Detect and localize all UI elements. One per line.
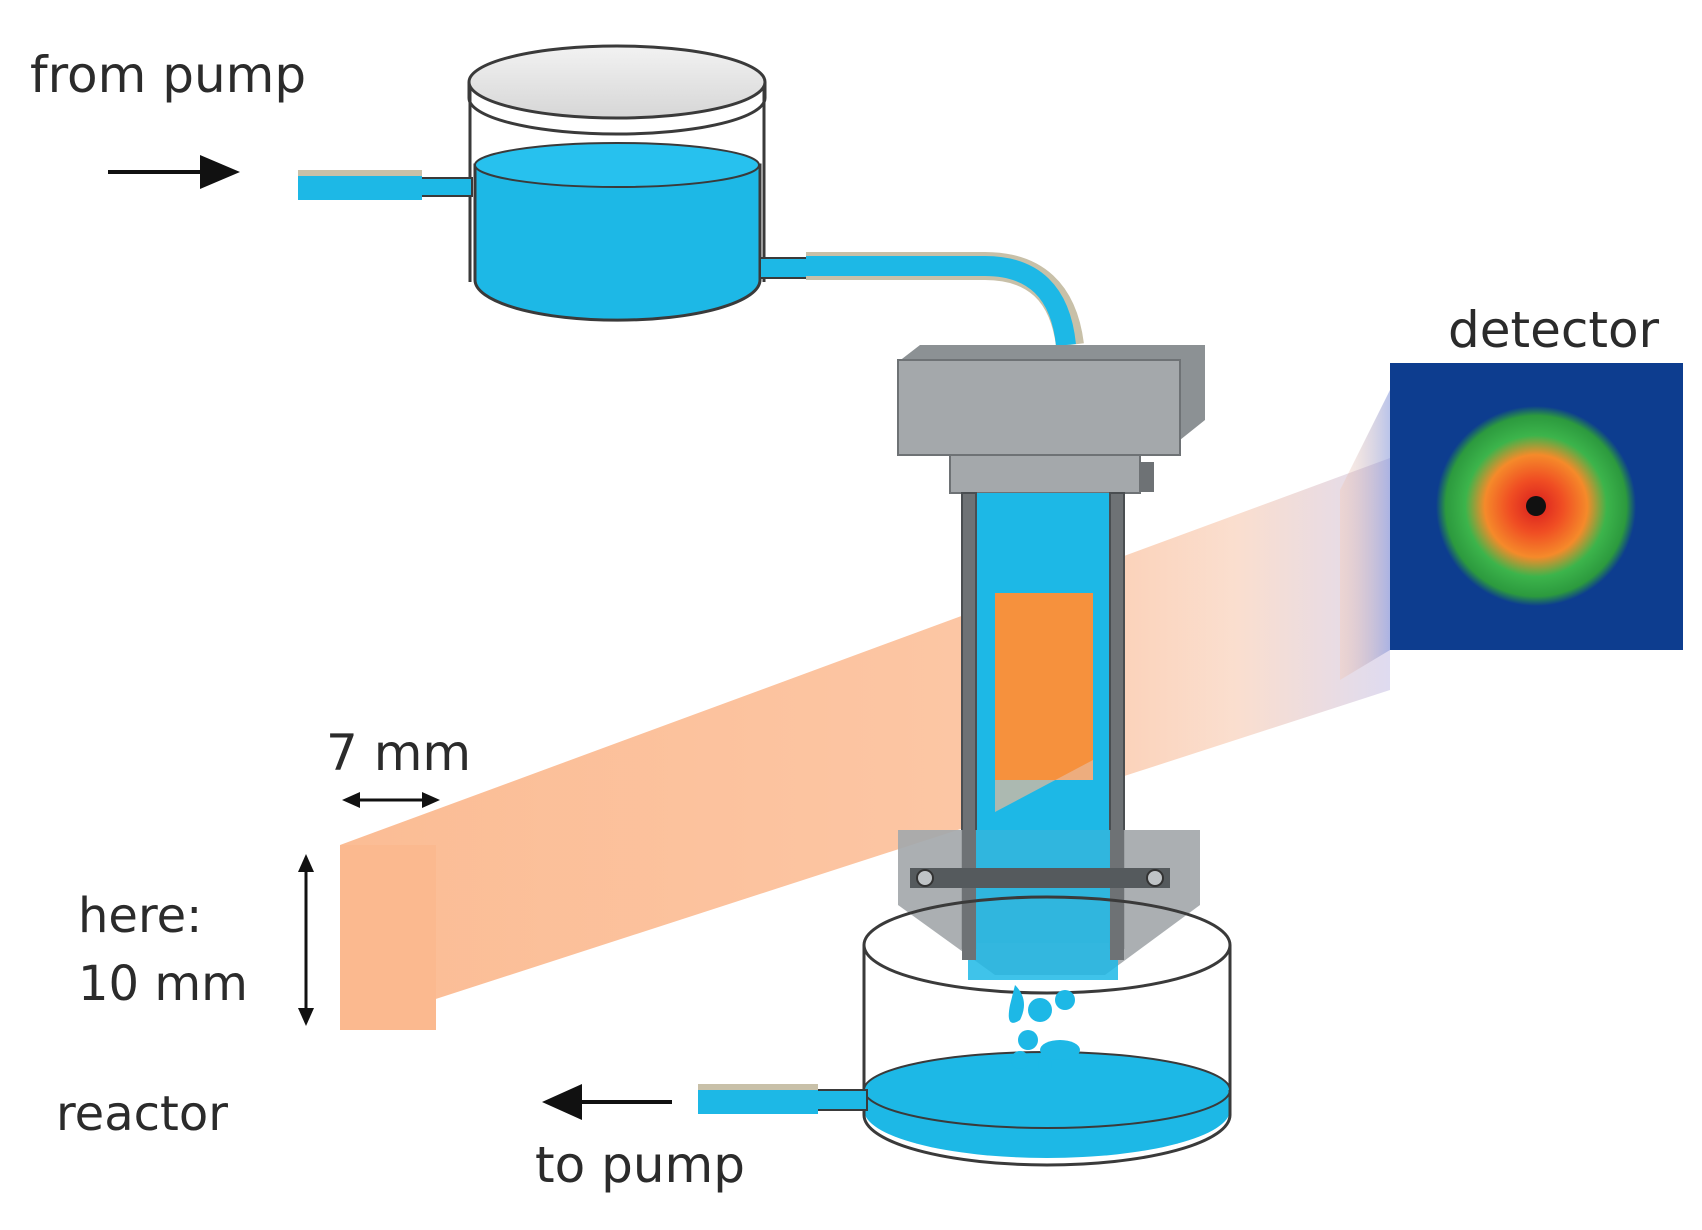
x-ray-beam (340, 458, 1390, 1030)
holder-top-block (897, 345, 1205, 494)
inlet-tube (298, 170, 422, 200)
top-reservoir (419, 44, 809, 322)
detector-panel (1390, 363, 1683, 650)
detector-label: detector (1448, 301, 1660, 359)
connecting-tube (806, 252, 1084, 348)
reactor-label: reactor (56, 1086, 228, 1142)
scatter-cone (1340, 390, 1390, 680)
holder-bottom-clamp (898, 830, 1200, 980)
to-pump-label: to pump (535, 1136, 745, 1194)
arrow-right-icon (108, 155, 240, 189)
beam-stop-dot (1526, 496, 1546, 516)
beam-height-label-line2: 10 mm (78, 956, 248, 1012)
outlet-tube (698, 1084, 818, 1114)
double-arrow-horizontal-icon (342, 792, 440, 808)
from-pump-label: from pump (30, 46, 307, 104)
arrow-left-icon (542, 1084, 672, 1120)
beam-width-label: 7 mm (326, 724, 472, 782)
double-arrow-vertical-icon (298, 854, 314, 1026)
beam-height-label-line1: here: (78, 888, 203, 944)
falling-droplets (1008, 985, 1080, 1072)
